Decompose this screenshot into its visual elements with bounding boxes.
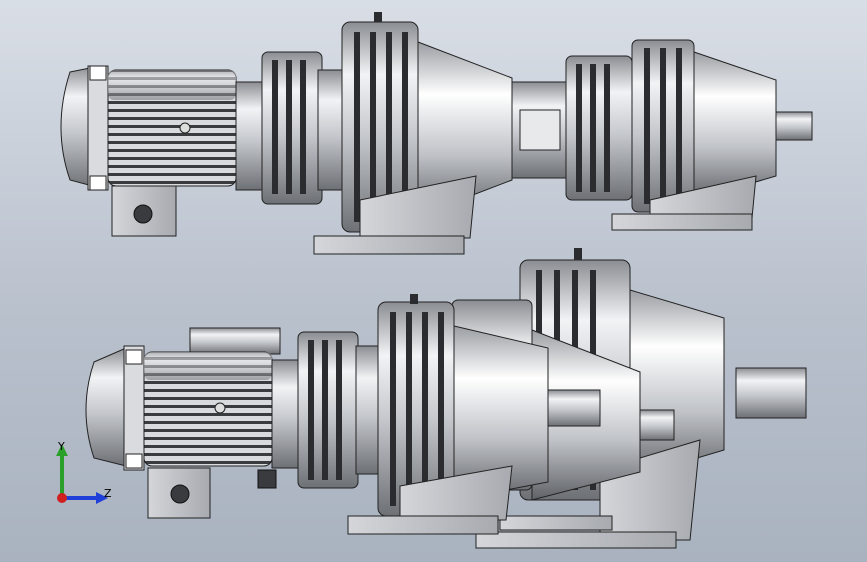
assembly-bottom-front[interactable] xyxy=(85,294,601,535)
output-shaft-top[interactable] xyxy=(775,111,813,141)
cycloid-stage-2[interactable] xyxy=(565,39,813,231)
motor-bottom[interactable] xyxy=(85,327,281,519)
y-axis-label: Y xyxy=(58,440,65,453)
x-axis-origin xyxy=(57,493,67,503)
output-shaft-back[interactable] xyxy=(735,367,807,419)
assembly-top[interactable] xyxy=(60,12,813,255)
motor-top[interactable] xyxy=(60,65,237,237)
z-axis-label: Z xyxy=(104,487,112,500)
output-shaft-front[interactable] xyxy=(547,389,601,427)
coupling-shaft[interactable] xyxy=(519,109,561,151)
orientation-triad[interactable]: Y Z xyxy=(40,430,120,520)
cycloid-stage-1[interactable] xyxy=(235,12,513,255)
